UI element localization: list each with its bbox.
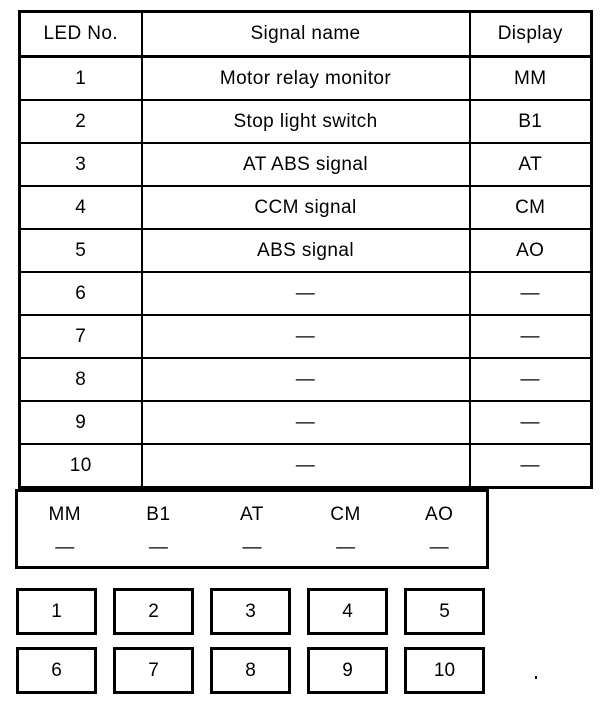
led-box: 3 <box>210 588 291 635</box>
table-row: 10 — — <box>18 443 593 489</box>
cell-signal-name: — <box>140 357 471 402</box>
led-box: 4 <box>307 588 388 635</box>
scan-artifact-speck <box>535 676 537 679</box>
cell-display: B1 <box>468 99 593 144</box>
cell-led-no: 6 <box>18 271 143 316</box>
cell-signal-name: Motor relay monitor <box>140 55 471 101</box>
display-readout-label: MM <box>48 504 82 525</box>
table-row: 2 Stop light switch B1 <box>18 99 593 144</box>
column-header-display: Display <box>468 10 593 58</box>
cell-display: — <box>468 400 593 445</box>
cell-led-no: 9 <box>18 400 143 445</box>
table-row: 3 AT ABS signal AT <box>18 142 593 187</box>
table-body: 1 Motor relay monitor MM 2 Stop light sw… <box>18 55 593 489</box>
cell-signal-name: ABS signal <box>140 228 471 273</box>
table-row: 5 ABS signal AO <box>18 228 593 273</box>
display-readout-cell: B1 — <box>112 492 206 566</box>
cell-display: — <box>468 314 593 359</box>
cell-display: AO <box>468 228 593 273</box>
table-header-row: LED No. Signal name Display <box>18 10 593 58</box>
led-signal-table: LED No. Signal name Display 1 Motor rela… <box>18 10 593 489</box>
cell-display: CM <box>468 185 593 230</box>
display-readout-label: B1 <box>146 504 171 525</box>
cell-signal-name: CCM signal <box>140 185 471 230</box>
display-readout-cell: CM — <box>299 492 393 566</box>
cell-signal-name: — <box>140 314 471 359</box>
led-box: 8 <box>210 647 291 694</box>
cell-signal-name: — <box>140 271 471 316</box>
cell-signal-name: AT ABS signal <box>140 142 471 187</box>
led-box-row-2: 6 7 8 9 10 <box>16 647 490 694</box>
column-header-led-no: LED No. <box>18 10 143 58</box>
display-segment-indicator: — <box>55 537 75 558</box>
cell-display: — <box>468 271 593 316</box>
led-box-row-1: 1 2 3 4 5 <box>16 588 490 635</box>
cell-signal-name: Stop light switch <box>140 99 471 144</box>
display-segment-indicator: — <box>148 537 168 558</box>
cell-led-no: 5 <box>18 228 143 273</box>
table-header: LED No. Signal name Display <box>18 10 593 58</box>
cell-display: — <box>468 443 593 489</box>
led-number-boxes: 1 2 3 4 5 6 7 8 9 10 <box>16 588 490 694</box>
table-row: 7 — — <box>18 314 593 359</box>
display-readout-panel: MM — B1 — AT — CM — AO — <box>15 489 489 569</box>
display-readout-cell: AT — <box>205 492 299 566</box>
table-row: 8 — — <box>18 357 593 402</box>
table-row: 4 CCM signal CM <box>18 185 593 230</box>
display-readout-cell: MM — <box>18 492 112 566</box>
led-box: 6 <box>16 647 97 694</box>
display-readout-label: CM <box>330 504 361 525</box>
cell-led-no: 7 <box>18 314 143 359</box>
led-box: 9 <box>307 647 388 694</box>
cell-display: MM <box>468 55 593 101</box>
column-header-signal-name: Signal name <box>140 10 471 58</box>
cell-led-no: 4 <box>18 185 143 230</box>
table-row: 1 Motor relay monitor MM <box>18 55 593 101</box>
display-segment-indicator: — <box>336 537 356 558</box>
cell-signal-name: — <box>140 443 471 489</box>
led-box: 1 <box>16 588 97 635</box>
led-box: 7 <box>113 647 194 694</box>
cell-led-no: 1 <box>18 55 143 101</box>
display-segment-indicator: — <box>242 537 262 558</box>
led-box: 2 <box>113 588 194 635</box>
cell-led-no: 8 <box>18 357 143 402</box>
display-readout-label: AO <box>424 504 454 525</box>
cell-led-no: 10 <box>18 443 143 489</box>
led-signal-table-container: LED No. Signal name Display 1 Motor rela… <box>18 10 593 489</box>
led-box: 10 <box>404 647 485 694</box>
table-row: 9 — — <box>18 400 593 445</box>
led-box: 5 <box>404 588 485 635</box>
cell-display: AT <box>468 142 593 187</box>
table-row: 6 — — <box>18 271 593 316</box>
cell-display: — <box>468 357 593 402</box>
display-segment-indicator: — <box>429 537 449 558</box>
display-readout-label: AT <box>240 504 264 525</box>
cell-signal-name: — <box>140 400 471 445</box>
cell-led-no: 2 <box>18 99 143 144</box>
display-readout-cell: AO — <box>392 492 486 566</box>
cell-led-no: 3 <box>18 142 143 187</box>
